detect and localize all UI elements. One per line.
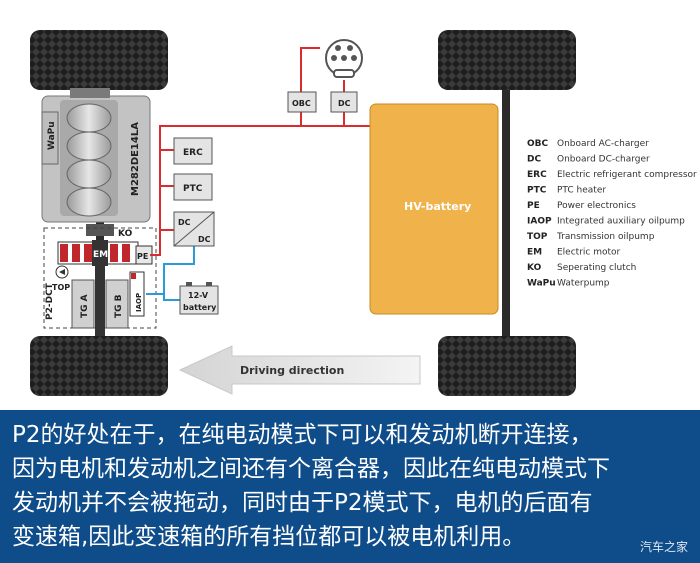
engine-cylinder — [66, 159, 112, 189]
engine-cylinder — [66, 131, 112, 161]
onboard-ac-charger — [287, 91, 317, 113]
charging-port-icon — [325, 39, 363, 78]
clutch-label: KO — [118, 229, 133, 239]
legend-description: Power electronics — [557, 201, 636, 211]
legend-code: DC — [527, 155, 541, 165]
legend-description: PTC heater — [557, 186, 606, 196]
engine-model-label: M282DE14LA — [130, 122, 141, 196]
battery12-bottom-label: battery — [183, 303, 217, 312]
waterpump-label: WaPu — [47, 121, 57, 150]
legend-code: TOP — [527, 232, 548, 242]
legend-description: Electric motor — [557, 248, 621, 258]
engine-cylinder — [66, 187, 112, 217]
legend-description: Onboard DC-charger — [557, 155, 650, 165]
watermark: 汽车之家 — [639, 540, 688, 554]
transmission-shaft — [95, 266, 105, 336]
em-label: EM — [93, 250, 108, 260]
transmission-group-a — [71, 279, 95, 329]
front-left-wheel — [30, 30, 168, 90]
legend-code: OBC — [527, 139, 549, 149]
transmission-group-b — [105, 279, 129, 329]
waterpump — [41, 111, 59, 165]
combustion-engine: WaPu M282DE14LA — [41, 88, 151, 223]
top-label: TOP — [52, 283, 70, 292]
12v-battery: 12-V battery — [179, 282, 219, 315]
iaop-label: IAOP — [135, 293, 143, 312]
legend-code: PTC — [527, 186, 547, 196]
rear-axle — [502, 60, 510, 360]
legend-code: EM — [527, 248, 542, 258]
legend-code: WaPu — [527, 279, 556, 289]
electric-refrigerant-compressor — [173, 137, 213, 165]
hv-battery-label: HV-battery — [404, 200, 471, 213]
legend-code: PE — [527, 201, 540, 211]
hybrid-powertrain-diagram: Driving direction WaPu M282DE14LA KO P2-… — [30, 30, 697, 396]
legend-code: IAOP — [527, 217, 552, 227]
dcdc-bottom-label: DC — [198, 235, 211, 244]
battery12-top-label: 12-V — [188, 291, 209, 300]
ptc-heater — [173, 173, 213, 201]
p2-dct-label: P2-DCT — [45, 282, 55, 320]
pe-label: PE — [137, 252, 148, 261]
caption-line: P2的好处在于，在纯电动模式下可以和发动机断开连接， — [12, 422, 593, 448]
hv-battery — [369, 103, 499, 315]
caption-line: 因为电机和发动机之间还有个离合器，因此在纯电动模式下 — [12, 456, 610, 482]
legend-description: Onboard AC-charger — [557, 139, 649, 149]
integrated-aux-oilpump — [129, 271, 145, 317]
legend-description: Waterpump — [557, 279, 610, 289]
driving-direction-label: Driving direction — [240, 364, 344, 377]
dc-label: DC — [338, 99, 351, 108]
onboard-dc-charger — [330, 91, 358, 113]
lv-wiring — [146, 246, 195, 301]
caption-line: 发动机并不会被拖动，同时由于P2模式下，电机的后面有 — [12, 490, 593, 516]
front-right-wheel — [30, 336, 168, 396]
caption-panel: P2的好处在于，在纯电动模式下可以和发动机断开连接， 因为电机和发动机之间还有个… — [0, 410, 700, 563]
tgb-label: TG B — [114, 294, 124, 318]
erc-label: ERC — [183, 148, 203, 158]
caption-line: 变速箱,因此变速箱的所有挡位都可以被电机利用。 — [12, 524, 526, 550]
separating-clutch — [86, 224, 114, 236]
legend-description: Transmission oilpump — [556, 232, 655, 242]
electric-motor: EM — [57, 240, 139, 266]
ptc-label: PTC — [183, 184, 203, 194]
dcdc-top-label: DC — [178, 218, 191, 227]
tga-label: TG A — [80, 294, 90, 318]
rear-left-wheel — [438, 30, 576, 90]
legend-description: Electric refrigerant compressor — [557, 170, 697, 180]
legend-description: Seperating clutch — [557, 263, 636, 273]
obc-label: OBC — [292, 99, 311, 108]
engine-cylinder — [66, 103, 112, 133]
legend-code: ERC — [527, 170, 547, 180]
rear-right-wheel — [438, 336, 576, 396]
legend-code: KO — [527, 263, 542, 273]
driving-direction-arrow: Driving direction — [178, 345, 421, 395]
legend-description: Integrated auxiliary oilpump — [557, 217, 685, 227]
